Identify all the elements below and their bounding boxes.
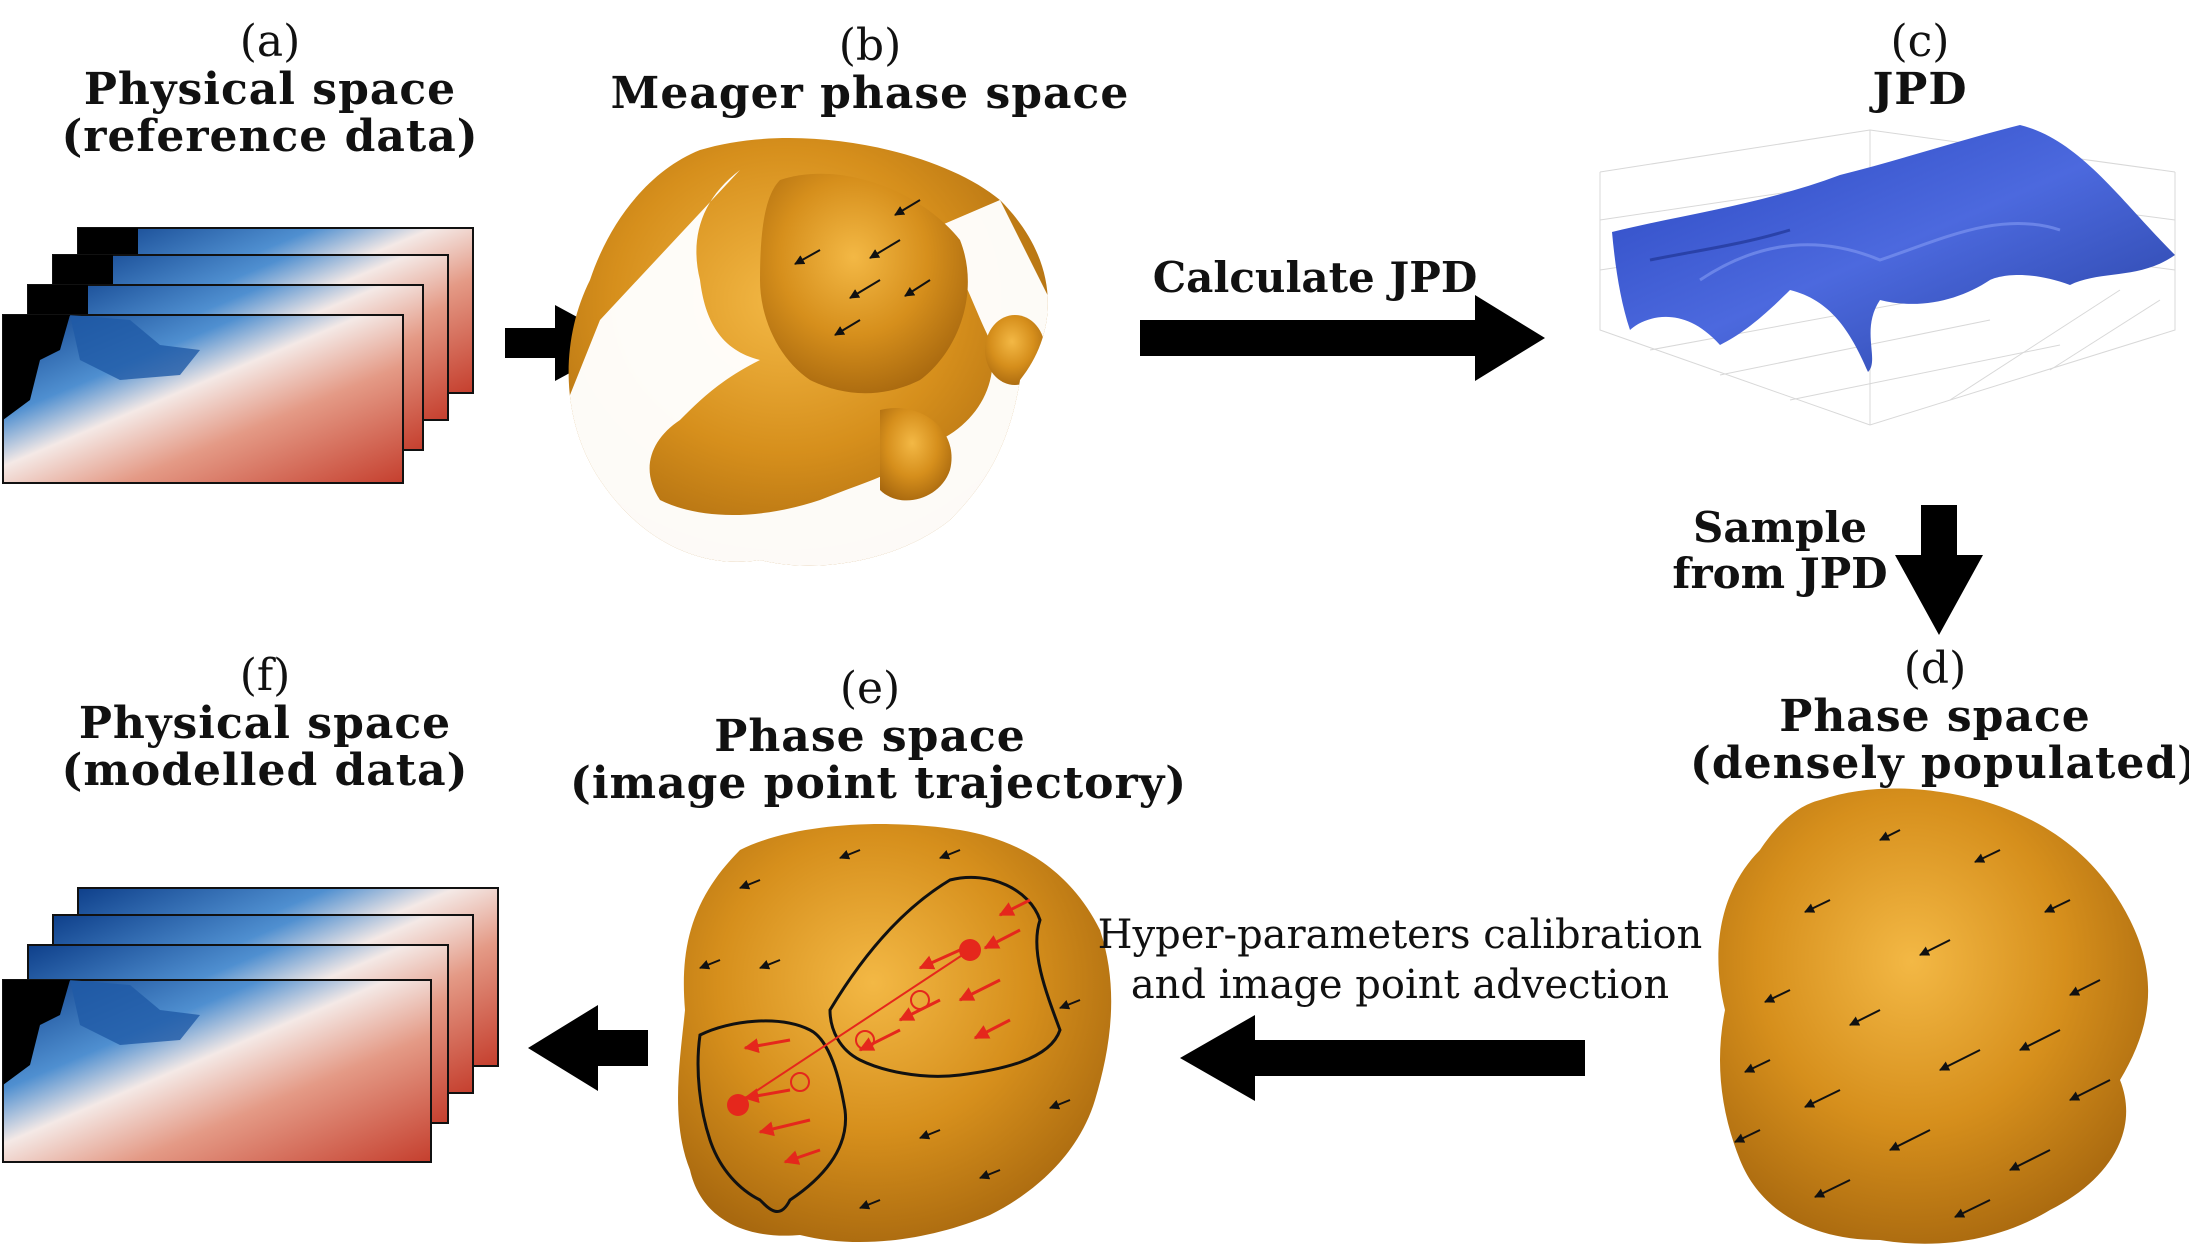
arrow-c-to-d xyxy=(1895,505,1983,635)
panel-a-title: Physical space xyxy=(83,63,457,115)
panel-c-letter: (c) xyxy=(1890,16,1950,67)
panel-d-title: Phase space xyxy=(1779,690,2091,742)
panel-b-letter: (b) xyxy=(838,20,902,71)
panel-a-letter: (a) xyxy=(239,16,301,67)
arrow-d-to-e-label: Hyper-parameters calibration and image p… xyxy=(1085,910,1715,1010)
panel-a-subtitle: (reference data) xyxy=(61,111,479,163)
panel-a-label: (a) Physical space (reference data) xyxy=(60,18,480,161)
arrow-c-to-d-label-line2: from JPD xyxy=(1672,549,1888,599)
panel-e-subtitle: (image point trajectory) xyxy=(570,758,1188,810)
trajectory-phase-space-blob xyxy=(678,824,1112,1243)
arrow-c-to-d-label: Sample from JPD xyxy=(1640,503,1920,599)
panel-b-title: Meager phase space xyxy=(610,67,1130,119)
panel-f-title: Physical space xyxy=(78,697,452,749)
dense-phase-space-blob xyxy=(1718,788,2149,1244)
panel-f-letter: (f) xyxy=(239,650,291,701)
panel-d-letter: (d) xyxy=(1903,643,1967,694)
modelled-data-stack xyxy=(2,887,499,1163)
arrow-e-to-f xyxy=(528,1005,648,1091)
panel-c-title: JPD xyxy=(1872,63,1968,115)
reference-data-stack xyxy=(2,227,474,484)
panel-d-subtitle: (densely populated) xyxy=(1690,738,2189,790)
jpd-surface-plot xyxy=(1599,125,2176,426)
arrow-a-to-b xyxy=(505,305,625,381)
panel-e-letter: (e) xyxy=(839,663,901,714)
panel-e-title: Phase space xyxy=(714,710,1026,762)
panel-f-subtitle: (modelled data) xyxy=(61,745,469,797)
arrow-b-to-c-label: Calculate JPD xyxy=(1152,253,1478,302)
panel-c-label: (c) JPD xyxy=(1800,18,2040,113)
panel-b-label: (b) Meager phase space xyxy=(600,22,1140,117)
panel-d-label: (d) Phase space (densely populated) xyxy=(1690,643,2189,790)
arrow-b-to-c xyxy=(1140,295,1545,381)
arrow-d-to-e xyxy=(1180,1015,1585,1101)
arrow-d-to-e-label-line2: and image point advection xyxy=(1130,962,1670,1008)
arrow-c-to-d-label-line1: Sample xyxy=(1692,503,1868,552)
arrow-d-to-e-label-line1: Hyper-parameters calibration xyxy=(1097,912,1703,958)
panel-e-label: (e) Phase space (image point trajectory) xyxy=(570,663,1188,810)
panel-f-label: (f) Physical space (modelled data) xyxy=(50,652,480,795)
meager-phase-space-blob xyxy=(568,138,1048,566)
